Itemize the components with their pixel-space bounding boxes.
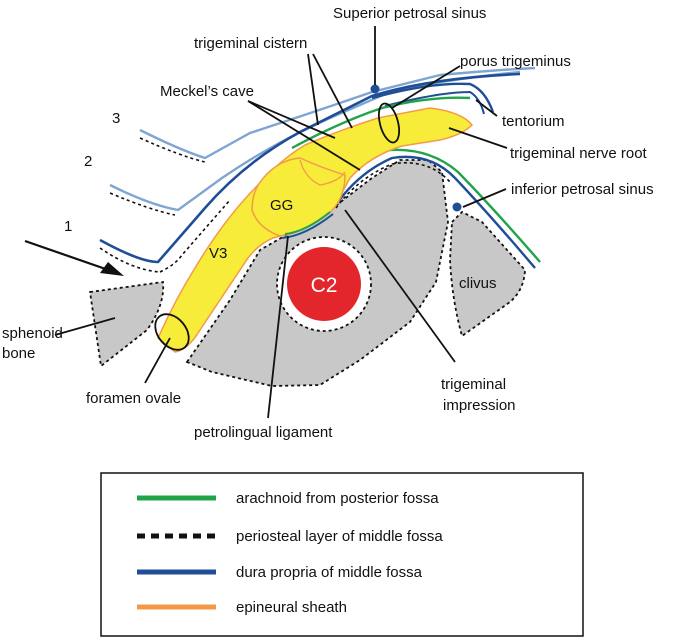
label-v3: V3 (209, 245, 227, 262)
c2-artery (287, 247, 361, 321)
label-trigeminal-impression-line1: trigeminal (441, 376, 506, 393)
legend-label-periosteal: periosteal layer of middle fossa (236, 528, 443, 545)
porus-trigeminus-ring (377, 102, 401, 144)
layer-3-dura (139, 66, 536, 160)
label-c2: C2 (311, 274, 338, 297)
lower-periosteum (335, 162, 451, 209)
ganglion-arachnoid (284, 211, 331, 235)
label-trigeminal-cistern: trigeminal cistern (194, 35, 307, 52)
legend-item: arachnoid from posterior fossa (137, 490, 439, 507)
arachnoid-upper (291, 96, 471, 150)
ganglion-notch (299, 159, 346, 186)
approach-arrow-head (100, 262, 124, 276)
label-meckels-cave: Meckel’s cave (160, 83, 254, 100)
legend-item: epineural sheath (137, 599, 347, 616)
foramen-ovale-ring (154, 313, 190, 351)
legend-label-arachnoid: arachnoid from posterior fossa (236, 490, 439, 507)
lower-dura (337, 155, 536, 269)
legend-item: dura propria of middle fossa (137, 564, 423, 581)
inferior-petrosal-sinus-dot (452, 202, 462, 212)
trigeminal-nerve (157, 107, 473, 353)
label-sphenoid-line2: bone (2, 345, 35, 362)
label-porus-trigeminus: porus trigeminus (460, 53, 571, 70)
label-foramen-ovale: foramen ovale (86, 390, 181, 407)
label-trigeminal-nerve-root: trigeminal nerve root (510, 145, 648, 162)
label-level-1: 1 (64, 218, 72, 235)
label-gg: GG (270, 197, 293, 214)
layer-1-dura (99, 72, 521, 264)
clivus-bone-shape (449, 210, 526, 338)
leader-lines (54, 26, 508, 419)
ganglion-dura (281, 213, 334, 239)
legend-item: periosteal layer of middle fossa (137, 528, 443, 545)
legend-label-epineural: epineural sheath (236, 599, 347, 616)
tentorium-dura (371, 82, 495, 113)
layer-2-periosteum (109, 192, 176, 216)
label-level-3: 3 (112, 110, 120, 127)
layer-1-periosteum (99, 247, 161, 273)
label-superior-petrosal-sinus: Superior petrosal sinus (333, 5, 486, 22)
label-tentorium: tentorium (502, 113, 565, 130)
label-clivus: clivus (459, 275, 497, 292)
arachnoid-lower (389, 148, 541, 263)
label-level-2: 2 (84, 153, 92, 170)
layer-3-periosteum (139, 137, 206, 163)
label-trigeminal-impression-line2: impression (443, 397, 516, 414)
legend: arachnoid from posterior fossa periostea… (100, 472, 584, 637)
sphenoid-bone-shape (88, 280, 165, 368)
label-sphenoid-line1: sphenoid (2, 325, 63, 342)
label-petrolingual-ligament: petrolingual ligament (194, 424, 333, 441)
legend-label-dura: dura propria of middle fossa (236, 564, 423, 581)
label-inferior-petrosal-sinus: inferior petrosal sinus (511, 181, 654, 198)
superior-petrosal-sinus-dot (370, 84, 380, 94)
